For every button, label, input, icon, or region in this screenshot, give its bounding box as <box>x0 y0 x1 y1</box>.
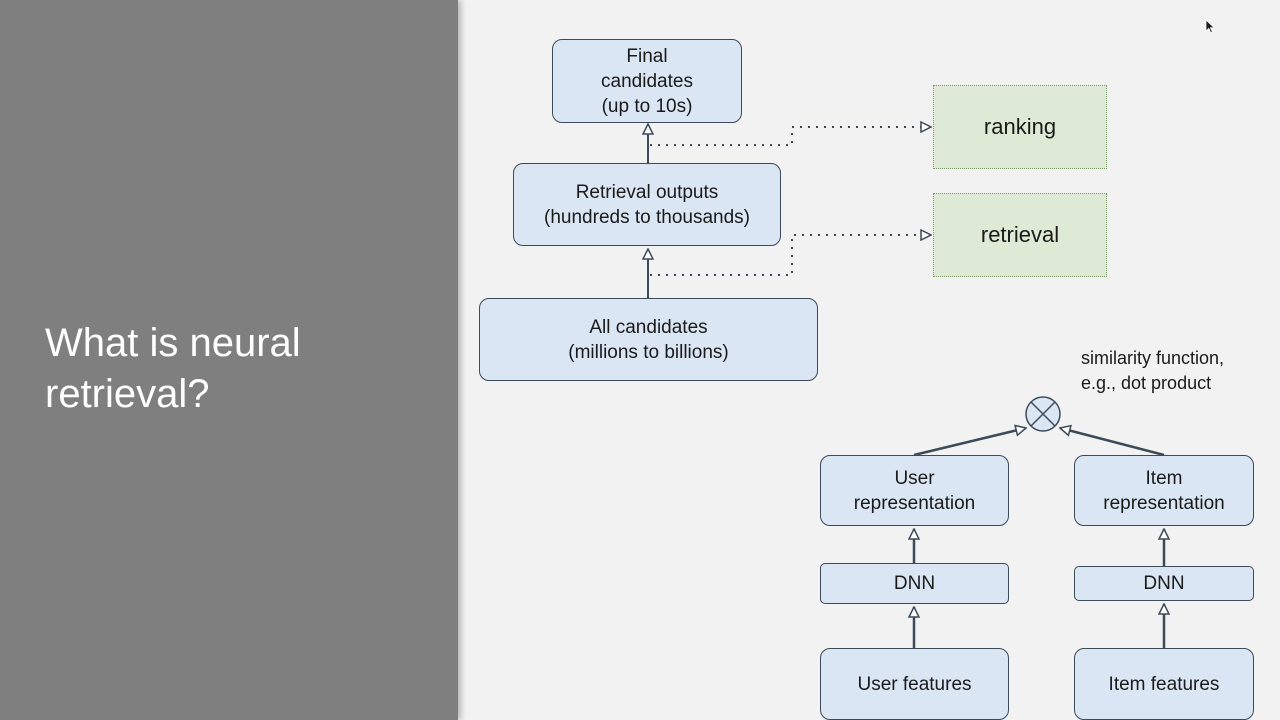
title-panel: What is neural retrieval? <box>0 0 458 720</box>
all-candidates-box: All candidates (millions to billions) <box>479 298 818 381</box>
item-representation-box: Item representation <box>1074 455 1254 526</box>
dotted-link-retrieval <box>650 235 931 276</box>
user-features-box: User features <box>820 648 1009 720</box>
mouse-cursor-icon <box>1205 19 1215 34</box>
similarity-function-note: similarity function, e.g., dot product <box>1081 348 1225 393</box>
retrieval-stage: retrieval <box>933 193 1107 277</box>
retrieval-outputs-box: Retrieval outputs (hundreds to thousands… <box>513 163 781 246</box>
arrow-item-rep-to-similarity <box>1060 428 1165 457</box>
user-representation-box: User representation <box>820 455 1009 526</box>
user-dnn-box: DNN <box>820 563 1009 604</box>
similarity-operator <box>1025 396 1061 432</box>
final-candidates-box: Final candidates (up to 10s) <box>552 39 742 123</box>
ranking-stage: ranking <box>933 85 1107 169</box>
slide-title: What is neural retrieval? <box>45 321 301 416</box>
item-features-box: Item features <box>1074 648 1254 720</box>
dotted-link-ranking <box>650 127 931 146</box>
item-dnn-box: DNN <box>1074 566 1254 601</box>
arrow-user-rep-to-similarity <box>913 428 1026 457</box>
